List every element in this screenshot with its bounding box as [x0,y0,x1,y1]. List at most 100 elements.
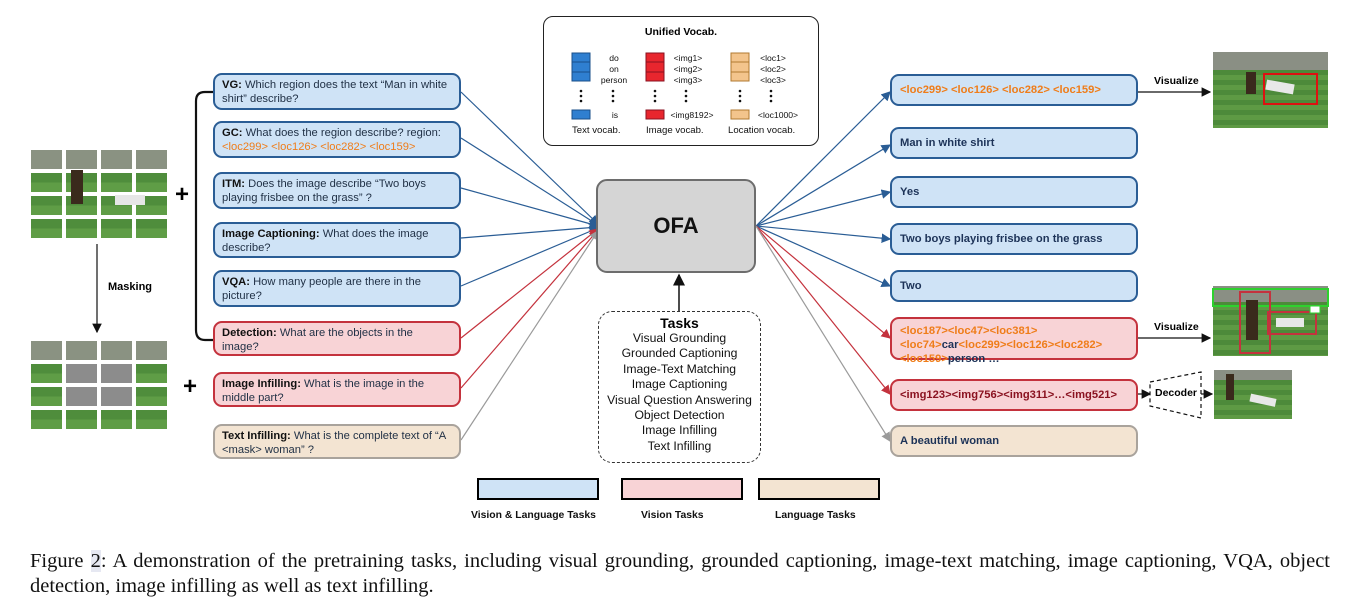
arrow-caption [460,222,600,239]
task-item: Visual Question Answering [607,392,752,407]
ofa-model-box: OFA [596,179,756,273]
text-token: person [600,75,628,85]
decoded-image [1214,370,1292,419]
text-token-list: do on person [594,53,634,86]
task-item: Object Detection [634,408,725,423]
image-token: <img2> [673,64,703,74]
grass-stripe [31,373,62,383]
caption-prefix: Figure [30,550,91,572]
output-arrows [755,91,892,443]
input-title: Detection: [222,327,277,339]
image-vocab-label: Image vocab. [646,125,704,136]
legend-swatch-vl [477,478,599,500]
masked-patch [66,364,97,383]
input-title: Image Infilling: [222,378,301,390]
grass-stripe [101,419,132,429]
task-item: Text Infilling [647,438,712,453]
image-token: <img3> [673,75,703,85]
vocab-icons [571,52,773,120]
legend-label-vision: Vision Tasks [641,510,704,521]
input-loc-tokens: <loc299> <loc126> <loc282> <loc159> [222,141,416,153]
task-item: Image Infilling [641,423,718,438]
image-patch [136,341,167,360]
input-vqa: VQA: How many people are there in the pi… [213,270,461,307]
grass-stripe [66,228,97,238]
visualize-label-1: Visualize [1154,75,1199,87]
input-text: Which region does the text “Man in white… [222,79,448,105]
output-gc: Man in white shirt [890,127,1138,159]
det-label-car: car [941,339,959,351]
output-itm: Yes [890,176,1138,208]
loc-vocab-label: Location vocab. [728,125,796,136]
arrow-gc [460,137,600,226]
grass-stripe [136,373,167,383]
image-patch [66,150,97,169]
output-vg: <loc299> <loc126> <loc282> <loc159> [890,74,1138,106]
input-arrows [460,91,600,441]
det-locs-car: <loc187><loc47><loc381><loc74> [900,325,1038,351]
input-text: What is the image in the middle part? [222,378,425,404]
grass-stripe [31,228,62,238]
unified-vocab-box: Unified Vocab. [543,16,819,146]
output-caption: Two boys playing frisbee on the grass [890,223,1138,255]
caption-text: : A demonstration of the pretraining tas… [30,550,1330,597]
plus-sign-top: + [175,181,190,208]
text-vocab-label: Text vocab. [572,125,621,136]
image-token-last: <img8192> [670,110,714,120]
decoder-shape [1149,371,1202,419]
image-patch [101,150,132,169]
image-patch [31,341,62,360]
image-patch [66,341,97,360]
input-itm: ITM: Does the image describe “Two boys p… [213,172,461,209]
original-image-grid [31,150,167,238]
output-text-infilling: A beautiful woman [890,425,1138,457]
player-figure [115,195,145,205]
grass-stripe [101,228,132,238]
detection-result-image [1212,286,1329,356]
input-title: VQA: [222,276,250,288]
task-item: Image-Text Matching [622,361,737,376]
input-title: VG: [222,79,242,91]
grass-stripe [136,396,167,406]
loc-token-last: <loc1000> [757,110,799,120]
loc-token: <loc3> [760,75,786,85]
grass-stripe [101,182,132,192]
input-title: Text Infilling: [222,430,291,442]
figure-caption: Figure 2: A demonstration of the pretrai… [30,549,1330,599]
input-text-infilling: Text Infilling: What is the complete tex… [213,424,461,459]
output-detection: <loc187><loc47><loc381><loc74>car<loc299… [890,317,1138,365]
input-text: What are the objects in the image? [222,327,413,353]
loc-token: <loc1> [760,53,786,63]
grass-stripe [66,419,97,429]
arrow-vqa [460,226,600,287]
input-text: What is the complete text of “A <mask> w… [222,430,446,456]
visualize-label-2: Visualize [1154,321,1199,333]
bracket [194,90,214,342]
masked-patch [101,387,132,406]
grass-stripe [136,419,167,429]
grass-stripe [31,182,62,192]
legend-label-language: Language Tasks [775,510,856,521]
input-image-infilling: Image Infilling: What is the image in th… [213,372,461,407]
det-locs-person: <loc299><loc126><loc282><loc159> [900,339,1103,365]
input-image-captioning: Image Captioning: What does the image de… [213,222,461,258]
grass-stripe [136,228,167,238]
input-detection: Detection: What are the objects in the i… [213,321,461,356]
legend-swatch-language [758,478,880,500]
loc-token-list: <loc1> <loc2> <loc3> [753,53,793,86]
player-figure [71,170,83,204]
det-label-person: person [947,353,986,365]
input-text: How many people are there in the picture… [222,276,421,302]
arrow-itm [460,187,600,229]
text-token: do [609,53,619,63]
output-image-infilling: <img123><img756><img311>…<img521> [890,379,1138,411]
input-title: ITM: [222,178,245,190]
output-vqa: Two [890,270,1138,302]
grass-stripe [136,182,167,192]
decoder-label: Decoder [1155,387,1198,399]
input-title: GC: [222,127,243,139]
text-token-last: is [611,110,619,120]
caption-number: 2 [90,550,101,572]
visual-grounding-result-image [1213,52,1328,128]
grass-stripe [101,205,132,215]
